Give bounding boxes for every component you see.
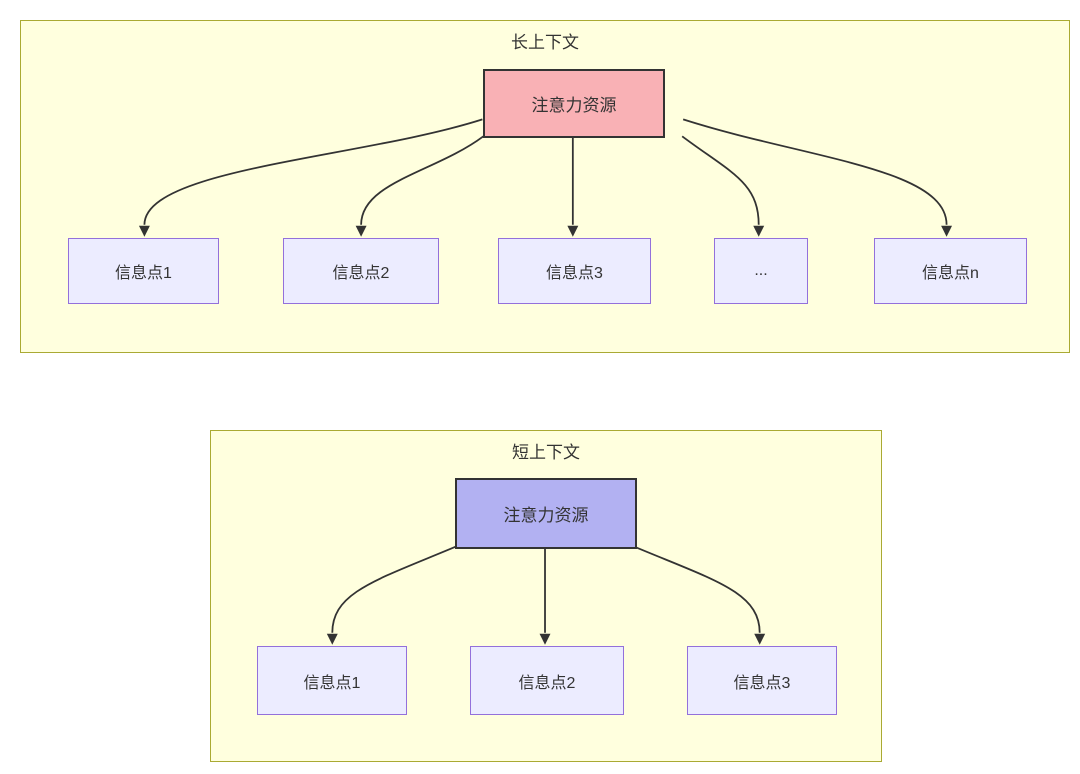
info-node-2: 信息点2 xyxy=(470,646,624,715)
short-context-title: 短上下文 xyxy=(512,443,580,462)
arrow-to-info-dots xyxy=(681,135,760,225)
arrow-to-info-n xyxy=(682,118,948,225)
arrowhead-info-3 xyxy=(567,225,579,237)
arrowhead-info-2 xyxy=(355,225,367,237)
long-context-title: 长上下文 xyxy=(511,33,579,52)
info-node-3: 信息点3 xyxy=(687,646,837,715)
arrowhead-info-3 xyxy=(754,633,766,645)
arrowhead-info-2 xyxy=(539,633,551,645)
arrow-to-info-3 xyxy=(633,545,761,633)
info-node-1: 信息点1 xyxy=(257,646,407,715)
attention-node-short: 注意力资源 xyxy=(455,478,637,549)
arrow-to-info-1 xyxy=(143,118,483,225)
arrowhead-info-dots xyxy=(753,225,765,237)
info-node-ellipsis: ... xyxy=(714,238,808,304)
arrow-to-info-2 xyxy=(360,135,484,225)
info-node-n: 信息点n xyxy=(874,238,1027,304)
short-context-container: 短上下文 注意力资源 信息点1 信息点2 信息点3 xyxy=(210,430,882,762)
info-node-2: 信息点2 xyxy=(283,238,439,304)
arrowhead-info-1 xyxy=(138,225,150,237)
info-node-3: 信息点3 xyxy=(498,238,651,304)
long-context-container: 长上下文 注意力资源 信息点1 信息点2 信息点3 ... 信息点n xyxy=(20,20,1070,353)
arrow-to-info-1 xyxy=(331,545,457,633)
attention-node-long: 注意力资源 xyxy=(483,69,665,138)
arrowhead-info-n xyxy=(941,225,953,237)
info-node-1: 信息点1 xyxy=(68,238,219,304)
arrowhead-info-1 xyxy=(326,633,338,645)
